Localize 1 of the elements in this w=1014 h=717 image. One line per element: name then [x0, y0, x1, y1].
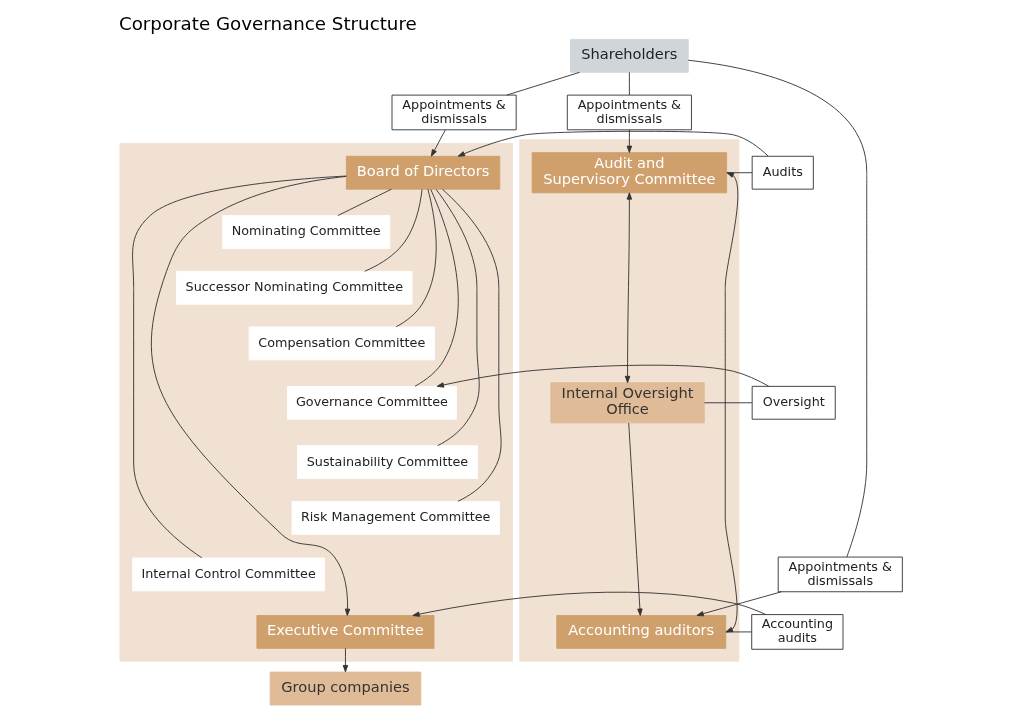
diagram-title: Corporate Governance Structure — [118, 13, 417, 35]
